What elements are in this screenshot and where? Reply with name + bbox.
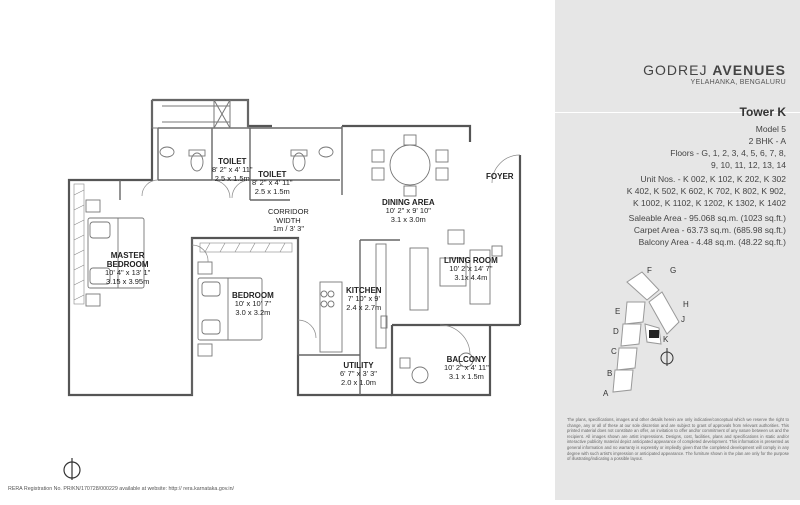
room-kitchen: KITCHEN 7' 10" x 9' 2.4 x 2.7m <box>346 286 382 312</box>
room-size-imperial: 10' 2"x 14' 7" <box>449 264 493 274</box>
area-details: Saleable Area - 95.068 sq.m. (1023 sq.ft… <box>629 212 786 248</box>
room-size-metric: 2.5 x 1.5m <box>214 173 250 183</box>
room-name: UTILITY <box>343 361 374 370</box>
brand-name-light: GODREJ <box>643 62 713 78</box>
unit-numbers: Unit Nos. - K 002, K 102, K 202, K 302 K… <box>627 173 786 209</box>
units-line-3: K 1002, K 1102, K 1202, K 1302, K 1402 <box>633 198 786 208</box>
room-utility: UTILITY 6' 7" x 3' 3" 2.0 x 1.0m <box>340 361 377 387</box>
room-name: BEDROOM <box>232 291 274 300</box>
saleable-area: Saleable Area - 95.068 sq.m. (1023 sq.ft… <box>628 213 786 223</box>
room-size-metric: 2.4 x 2.7m <box>346 302 382 312</box>
room-toilet-1: TOILET 8' 2" x 4' 11" 2.5 x 1.5m <box>212 157 253 183</box>
room-name: TOILET <box>218 157 247 166</box>
bhk-text: 2 BHK - A <box>748 136 786 146</box>
north-arrow-icon <box>63 458 81 480</box>
room-size-metric: 3.1 x 3.0m <box>390 214 426 224</box>
brand-name-bold: AVENUES <box>712 62 786 78</box>
key-label-b: B <box>607 369 612 378</box>
room-name: FOYER <box>486 172 514 181</box>
brand-location: YELAHANKA, BENGALURU <box>690 79 786 86</box>
room-master-bedroom: MASTER BEDROOM 10' 4" x 13' 1" 3.15 x 3.… <box>105 251 150 287</box>
keyplan-north-icon <box>660 348 674 366</box>
room-subtext: WIDTH <box>276 215 301 225</box>
key-label-j: J <box>681 315 685 324</box>
key-label-e: E <box>615 307 620 316</box>
room-name: KITCHEN <box>346 286 382 295</box>
room-corridor: CORRIDOR WIDTH 1m / 3' 3" <box>268 207 309 234</box>
floors-text-1: Floors - G, 1, 2, 3, 4, 5, 6, 7, 8, <box>670 148 786 158</box>
room-name: LIVING ROOM <box>444 256 498 265</box>
key-label-f: F <box>647 266 652 275</box>
room-size-imperial: 6' 7" x 3' 3" <box>340 369 377 379</box>
room-size-imperial: 10' 2" x 9' 10" <box>385 206 431 216</box>
room-foyer: FOYER <box>486 172 514 181</box>
room-size-metric: 2.5 x 1.5m <box>254 186 290 196</box>
highlighted-tower <box>649 330 659 338</box>
key-label-c: C <box>611 347 617 356</box>
room-name: BALCONY <box>446 355 487 364</box>
unit-model-info: Model 5 2 BHK - A Floors - G, 1, 2, 3, 4… <box>670 123 786 171</box>
room-size-imperial: 8' 2" x 4' 11" <box>212 165 253 175</box>
room-size: 1m / 3' 3" <box>272 224 305 234</box>
room-name: DINING AREA <box>382 198 435 207</box>
room-size-imperial: 8' 2" x 4' 11" <box>252 178 293 188</box>
room-dining: DINING AREA 10' 2" x 9' 10" 3.1 x 3.0m <box>382 198 435 224</box>
room-living: LIVING ROOM 10' 2"x 14' 7" 3.1x 4.4m <box>444 256 498 282</box>
room-size-imperial: 7' 10" x 9' <box>347 294 380 304</box>
model-text: Model 5 <box>755 124 786 134</box>
brand-block: GODREJ AVENUES YELAHANKA, BENGALURU <box>643 62 786 86</box>
room-size-imperial: 10' 4" x 13' 1" <box>105 268 151 278</box>
room-size-metric: 2.0 x 1.0m <box>340 377 376 387</box>
room-size-metric: 3.1x 4.4m <box>454 272 488 282</box>
balcony-outline <box>390 325 492 397</box>
outer-wall-top-mid <box>342 124 472 142</box>
room-name-line2: BEDROOM <box>106 260 149 270</box>
key-label-h: H <box>683 300 689 309</box>
key-label-d: D <box>613 327 619 336</box>
room-size-metric: 3.1 x 1.5m <box>448 371 484 381</box>
key-label-k: K <box>663 335 669 344</box>
room-name: CORRIDOR <box>268 207 309 216</box>
floor-plan-drawing <box>63 98 522 480</box>
floor-plan: TOILET 8' 2" x 4' 11" 2.5 x 1.5m TOILET … <box>8 98 522 492</box>
units-line-1: Unit Nos. - K 002, K 102, K 202, K 302 <box>640 174 786 184</box>
outer-wall-left <box>67 100 392 397</box>
divider <box>555 112 800 113</box>
tower-title: Tower K <box>739 105 786 119</box>
units-line-2: K 402, K 502, K 602, K 702, K 802, K 902… <box>626 186 786 196</box>
rera-registration: RERA Registration No. PR/KN/170728/00022… <box>8 486 235 492</box>
info-sidebar: GODREJ AVENUES YELAHANKA, BENGALURU Towe… <box>555 0 800 500</box>
room-bedroom: BEDROOM 10' x 10' 7" 3.0 x 3.2m <box>232 291 274 317</box>
room-toilet-2: TOILET 8' 2" x 4' 11" 2.5 x 1.5m <box>252 170 293 196</box>
room-name: TOILET <box>258 170 287 179</box>
key-plan: F G E H D J C B K A <box>603 266 689 398</box>
carpet-area: Carpet Area - 63.73 sq.m. (685.98 sq.ft.… <box>633 225 786 235</box>
disclaimer-text: The plans, specifications, images and ot… <box>567 417 789 462</box>
room-size-metric: 3.15 x 3.95m <box>105 277 150 286</box>
room-name: MASTER <box>110 251 145 260</box>
room-size-imperial: 10' x 10' 7" <box>234 299 272 309</box>
key-label-g: G <box>670 266 676 275</box>
balcony-area: Balcony Area - 4.48 sq.m. (48.22 sq.ft.) <box>638 237 786 247</box>
room-balcony: BALCONY 10' 2" x 4' 11" 3.1 x 1.5m <box>444 355 489 381</box>
room-size-metric: 3.0 x 3.2m <box>235 307 271 317</box>
key-label-a: A <box>603 389 609 398</box>
room-size-imperial: 10' 2" x 4' 11" <box>444 363 489 373</box>
brand-name: GODREJ AVENUES <box>643 62 786 78</box>
floors-text-2: 9, 10, 11, 12, 13, 14 <box>711 160 786 170</box>
